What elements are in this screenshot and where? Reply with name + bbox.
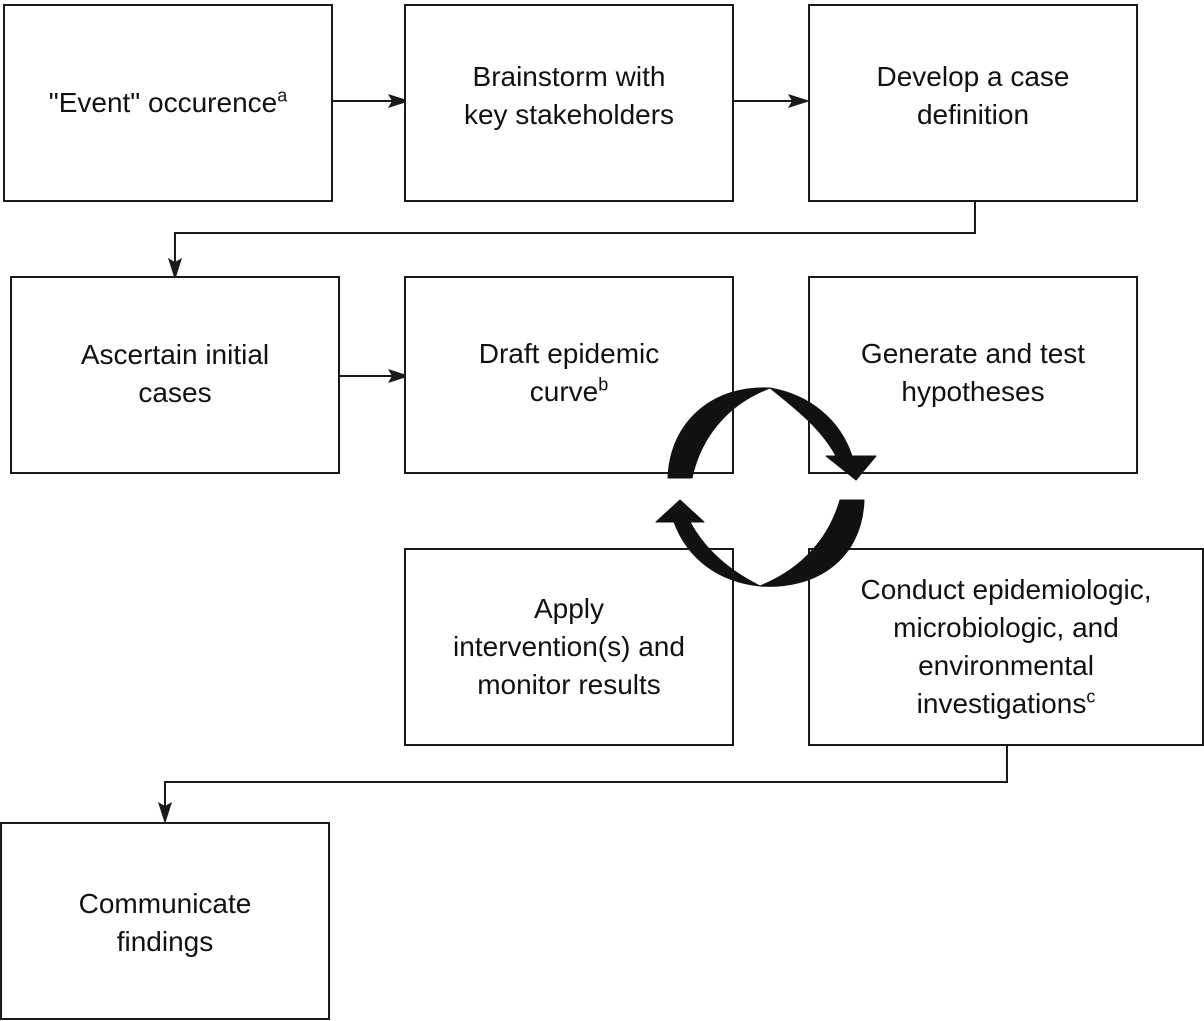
footnote-marker-b: b	[598, 374, 609, 395]
step-ascertain-line1: Ascertain initial	[80, 339, 270, 370]
step-communicate-line2: findings	[116, 926, 214, 957]
step-investigations-line3: environmental	[918, 650, 1094, 681]
arrowhead-to-brainstorm	[388, 94, 410, 108]
step-case-definition: Develop a case definition	[808, 4, 1138, 202]
step-intervention-line3: monitor results	[477, 669, 661, 700]
arrowhead-to-curve	[388, 369, 410, 383]
step-epi-curve-line1: Draft epidemic	[478, 338, 660, 369]
step-case-definition-line2: definition	[916, 99, 1030, 130]
cycle-arrowhead-down-right	[825, 455, 877, 481]
step-investigations-line4: investigations	[916, 688, 1087, 719]
step-hypotheses-line1: Generate and test	[860, 338, 1086, 369]
step-brainstorm: Brainstorm with key stakeholders	[404, 4, 734, 202]
step-epi-curve-line2: curve	[529, 376, 599, 407]
step-event-label: "Event" occurence	[48, 87, 278, 118]
step-case-definition-line1: Develop a case	[876, 61, 1070, 92]
footnote-marker-c: c	[1086, 686, 1096, 707]
step-intervention-line1: Apply	[533, 593, 605, 624]
step-investigations: Conduct epidemiologic, microbiologic, an…	[808, 548, 1204, 746]
cycle-arrow-lower	[759, 499, 865, 587]
step-investigations-line2: microbiologic, and	[893, 612, 1119, 643]
step-ascertain-line2: cases	[138, 377, 212, 408]
cycle-arrow-upper-right	[769, 387, 853, 457]
arrowhead-to-ascertain	[168, 258, 182, 280]
arrowhead-to-communicate	[158, 802, 172, 824]
cycle-arrow-lower-left	[673, 521, 761, 587]
cycle-arrow-upper	[667, 387, 771, 479]
step-brainstorm-line2: key stakeholders	[463, 99, 675, 130]
step-ascertain-cases: Ascertain initial cases	[10, 276, 340, 474]
step-hypotheses-line2: hypotheses	[901, 376, 1045, 407]
step-hypotheses: Generate and test hypotheses	[808, 276, 1138, 474]
arrowhead-to-definition	[788, 94, 810, 108]
cycle-arrowhead-up-left	[655, 499, 705, 523]
step-brainstorm-line1: Brainstorm with	[472, 61, 666, 92]
step-event-occurrence: "Event" occurencea	[3, 4, 333, 202]
connector-definition-to-ascertain	[174, 202, 976, 268]
step-intervention-line2: intervention(s) and	[453, 631, 685, 662]
step-communicate-line1: Communicate	[78, 888, 252, 919]
footnote-marker-a: a	[277, 85, 288, 106]
connector-investigations-to-communicate	[164, 746, 1008, 814]
step-communicate-findings: Communicate findings	[0, 822, 330, 1020]
step-investigations-line1: Conduct epidemiologic,	[860, 574, 1152, 605]
step-intervention: Apply intervention(s) and monitor result…	[404, 548, 734, 746]
